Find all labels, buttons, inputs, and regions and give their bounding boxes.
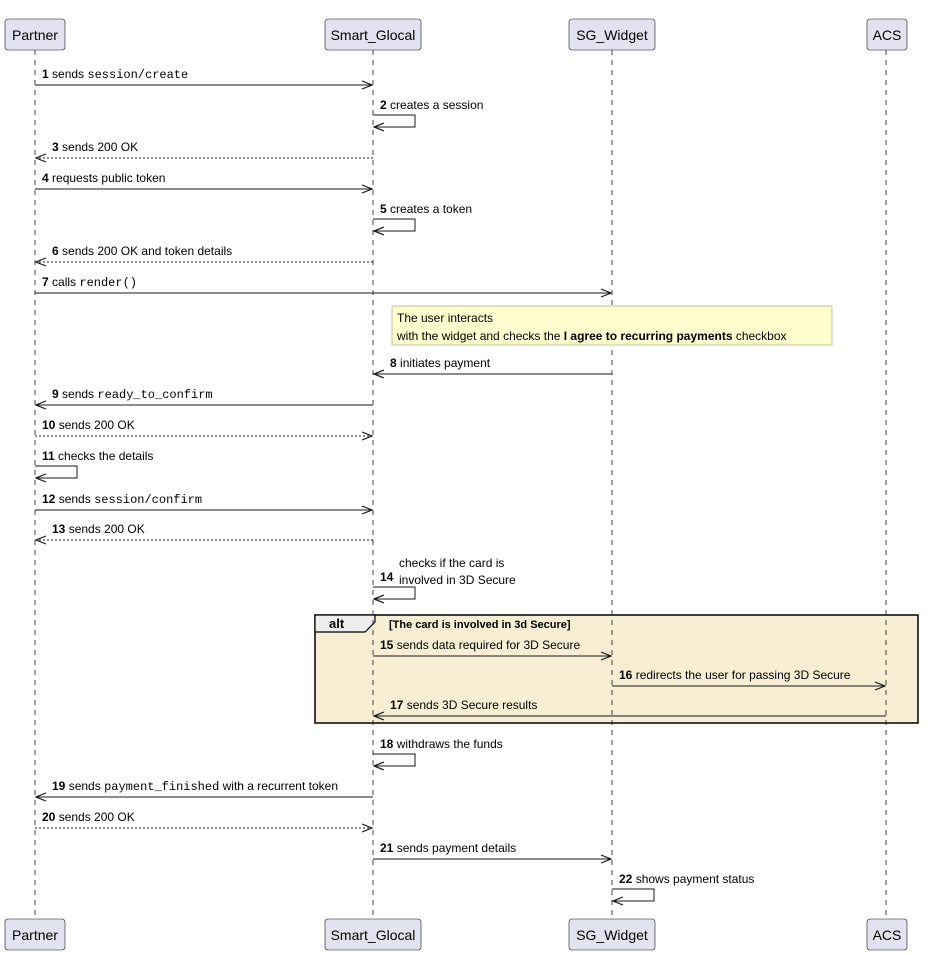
message-label: 3 sends 200 OK bbox=[52, 140, 138, 154]
message-7: 7 calls render() bbox=[35, 275, 611, 293]
message-label: 12 sends session/confirm bbox=[42, 492, 202, 507]
alt-condition: [The card is involved in 3d Secure] bbox=[389, 619, 571, 631]
message-15: 15 sends data required for 3D Secure bbox=[373, 638, 611, 656]
message-11: 11 checks the details bbox=[35, 449, 153, 478]
message-arrow bbox=[612, 888, 655, 901]
participant-label: SG_Widget bbox=[576, 927, 648, 943]
message-label: 13 sends 200 OK bbox=[52, 522, 145, 536]
participant-box bbox=[568, 18, 656, 51]
alt-fragment: alt [The card is involved in 3d Secure] bbox=[314, 614, 919, 724]
message-10: 10 sends 200 OK bbox=[35, 418, 372, 436]
participant-partner-top: Partner bbox=[4, 18, 66, 51]
participant-box bbox=[4, 18, 66, 51]
participant-label: Smart_Glocal bbox=[331, 927, 416, 943]
message-label: 6 sends 200 OK and token details bbox=[52, 244, 232, 258]
message-22: 22 shows payment status bbox=[612, 872, 754, 901]
message-arrow bbox=[373, 114, 416, 127]
message-18: 18 withdraws the funds bbox=[373, 737, 503, 766]
message-label: 21 sends payment details bbox=[380, 841, 516, 855]
message-label: 20 sends 200 OK bbox=[42, 810, 135, 824]
message-8: 8 initiates payment bbox=[374, 356, 612, 374]
message-arrow bbox=[35, 465, 78, 478]
message-label: 9 sends ready_to_confirm bbox=[52, 387, 213, 402]
message-14: 14 checks if the card is involved in 3D S… bbox=[373, 556, 516, 599]
participant-widget-bottom: SG_Widget bbox=[568, 918, 656, 951]
message-label: 19 sends payment_finished with a recurre… bbox=[52, 779, 338, 794]
message-label: 11 checks the details bbox=[42, 449, 153, 463]
message-5: 5 creates a token bbox=[373, 202, 472, 231]
message-label-line-1: checks if the card is bbox=[399, 556, 504, 570]
participant-label: Partner bbox=[12, 27, 58, 43]
message-arrow bbox=[373, 218, 416, 231]
message-17: 17 sends 3D Secure results bbox=[374, 698, 886, 716]
participant-box bbox=[568, 918, 656, 951]
participant-acs-top: ACS bbox=[866, 18, 908, 51]
participant-smart-top: Smart_Glocal bbox=[324, 18, 422, 51]
message-3: 3 sends 200 OK bbox=[36, 140, 373, 158]
participant-box bbox=[324, 918, 422, 951]
participant-label: Smart_Glocal bbox=[331, 27, 416, 43]
message-label: 8 initiates payment bbox=[390, 356, 491, 370]
message-label: 4 requests public token bbox=[42, 171, 165, 185]
participant-label: ACS bbox=[873, 927, 902, 943]
note-line-1: The user interacts bbox=[397, 311, 493, 325]
alt-fragment-layer: alt [The card is involved in 3d Secure] bbox=[314, 614, 919, 724]
participant-widget-top: SG_Widget bbox=[568, 18, 656, 51]
participant-box bbox=[324, 18, 422, 51]
participant-label: ACS bbox=[873, 27, 902, 43]
alt-fragment-tab bbox=[314, 614, 376, 633]
message-label: 7 calls render() bbox=[42, 275, 137, 290]
lifelines-layer bbox=[34, 50, 887, 919]
participant-box bbox=[866, 918, 908, 951]
participant-label: SG_Widget bbox=[576, 27, 648, 43]
alt-fragment-box bbox=[314, 614, 919, 724]
message-13: 13 sends 200 OK bbox=[36, 522, 373, 540]
participants-layer: PartnerPartnerSmart_GlocalSmart_GlocalSG… bbox=[4, 18, 908, 951]
message-arrow bbox=[373, 586, 416, 599]
message-12: 12 sends session/confirm bbox=[35, 492, 372, 510]
participant-partner-bottom: Partner bbox=[4, 918, 66, 951]
message-2: 2 creates a session bbox=[373, 98, 483, 127]
message-19: 19 sends payment_finished with a recurre… bbox=[36, 779, 373, 797]
messages-layer: 1 sends session/create 2 creates a sessio… bbox=[35, 67, 886, 901]
message-label: 17 sends 3D Secure results bbox=[390, 698, 537, 712]
message-1: 1 sends session/create bbox=[35, 67, 372, 85]
participant-acs-bottom: ACS bbox=[866, 918, 908, 951]
message-label: 5 creates a token bbox=[380, 202, 472, 216]
message-9: 9 sends ready_to_confirm bbox=[36, 387, 373, 405]
message-16: 16 redirects the user for passing 3D Sec… bbox=[612, 668, 885, 686]
message-label: 2 creates a session bbox=[380, 98, 483, 112]
message-20: 20 sends 200 OK bbox=[35, 810, 372, 828]
message-arrow bbox=[373, 753, 416, 766]
note-layer: The user interacts with the widget and ch… bbox=[391, 305, 833, 346]
message-label: 15 sends data required for 3D Secure bbox=[380, 638, 580, 652]
message-21: 21 sends payment details bbox=[373, 841, 611, 859]
note-line-2: with the widget and checks the I agree t… bbox=[396, 329, 787, 343]
message-label: 14 bbox=[380, 570, 394, 584]
message-label: 22 shows payment status bbox=[619, 872, 754, 886]
message-label-line-2: involved in 3D Secure bbox=[399, 573, 516, 587]
participant-smart-bottom: Smart_Glocal bbox=[324, 918, 422, 951]
message-label: 16 redirects the user for passing 3D Sec… bbox=[619, 668, 851, 682]
note-box bbox=[391, 305, 833, 346]
participant-label: Partner bbox=[12, 927, 58, 943]
message-label: 18 withdraws the funds bbox=[380, 737, 503, 751]
participant-box bbox=[4, 918, 66, 951]
message-6: 6 sends 200 OK and token details bbox=[36, 244, 373, 262]
alt-label: alt bbox=[329, 616, 345, 631]
message-label: 1 sends session/create bbox=[42, 67, 188, 82]
message-4: 4 requests public token bbox=[35, 171, 372, 189]
note: The user interacts with the widget and ch… bbox=[391, 305, 833, 346]
participant-box bbox=[866, 18, 908, 51]
message-label: 10 sends 200 OK bbox=[42, 418, 135, 432]
